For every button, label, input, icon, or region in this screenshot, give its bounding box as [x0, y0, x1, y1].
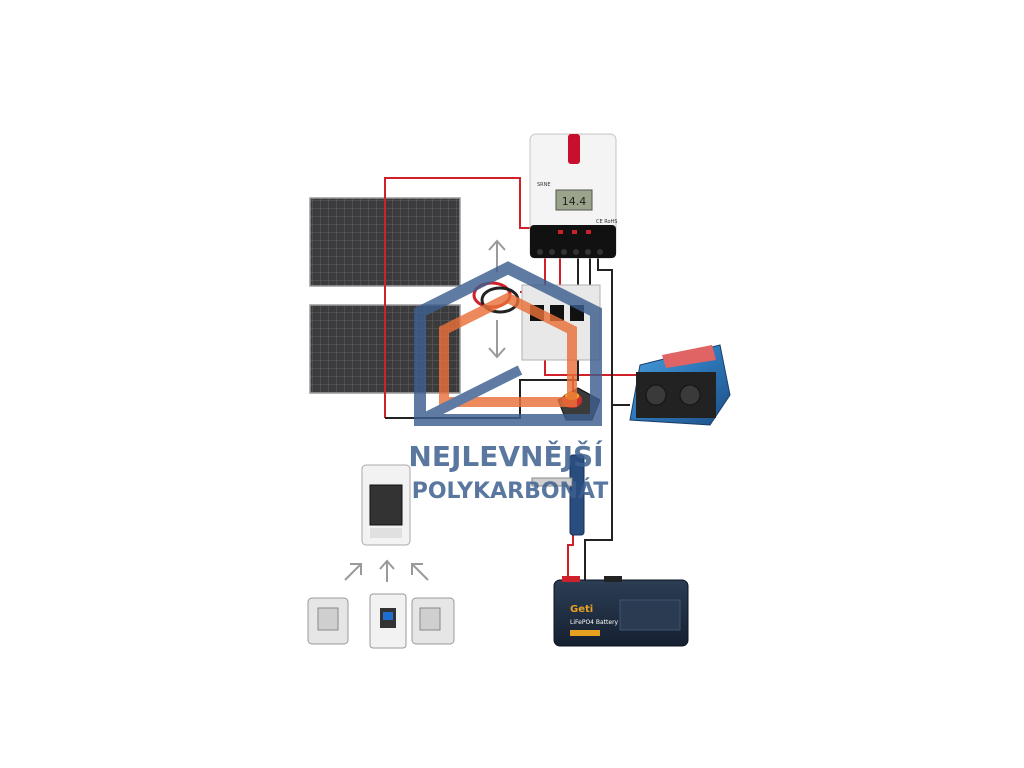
- inverter: [629, 344, 731, 426]
- controller-terminals: [537, 249, 603, 255]
- shunt: [531, 454, 585, 536]
- watermark-line1: NEJLEVNĚJŠÍ: [408, 439, 603, 473]
- battery-model: LiFePO4 Battery: [570, 619, 619, 626]
- arrow-up-icon: [344, 563, 362, 581]
- controller-brand: SRNE: [537, 182, 551, 188]
- watermark-logo: [414, 261, 602, 426]
- distribution-box: [361, 464, 411, 546]
- controller-ce-mark: CE RoHS: [596, 219, 617, 225]
- controller-display: [555, 189, 593, 211]
- fuse-holder-left: [307, 597, 349, 645]
- arrow-down-icon: [488, 320, 506, 359]
- controller-buttons: [558, 230, 591, 234]
- arrow-up-icon: [411, 563, 429, 581]
- watermark-line2: POLYKARBONÁT: [412, 478, 609, 504]
- charge-controller: SRNE 14.4 CE RoHS: [529, 133, 617, 259]
- arrow-up-icon: [379, 559, 395, 582]
- fuse-holder-right: [411, 597, 455, 645]
- breaker-center: [369, 593, 407, 649]
- controller-display-value: 14.4: [562, 195, 587, 208]
- battery-brand: Geti: [570, 604, 593, 615]
- battery: Geti LiFePO4 Battery: [553, 576, 689, 647]
